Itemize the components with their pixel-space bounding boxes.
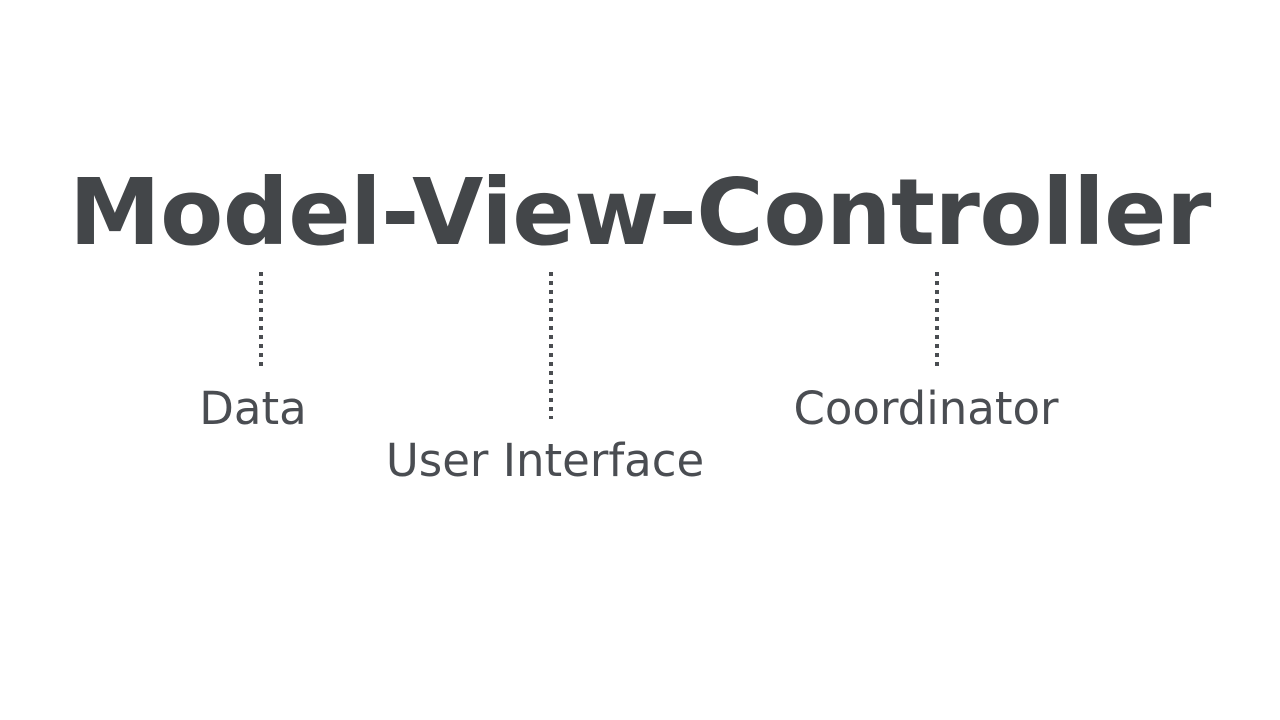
- label-controller-meaning: Coordinator: [793, 382, 1059, 435]
- page-title: Model-View-Controller: [69, 159, 1211, 266]
- connector-line-view: [549, 272, 553, 419]
- connector-line-controller: [935, 272, 939, 367]
- label-model-meaning: Data: [199, 382, 307, 435]
- connector-line-model: [259, 272, 263, 367]
- label-view-meaning: User Interface: [385, 434, 705, 487]
